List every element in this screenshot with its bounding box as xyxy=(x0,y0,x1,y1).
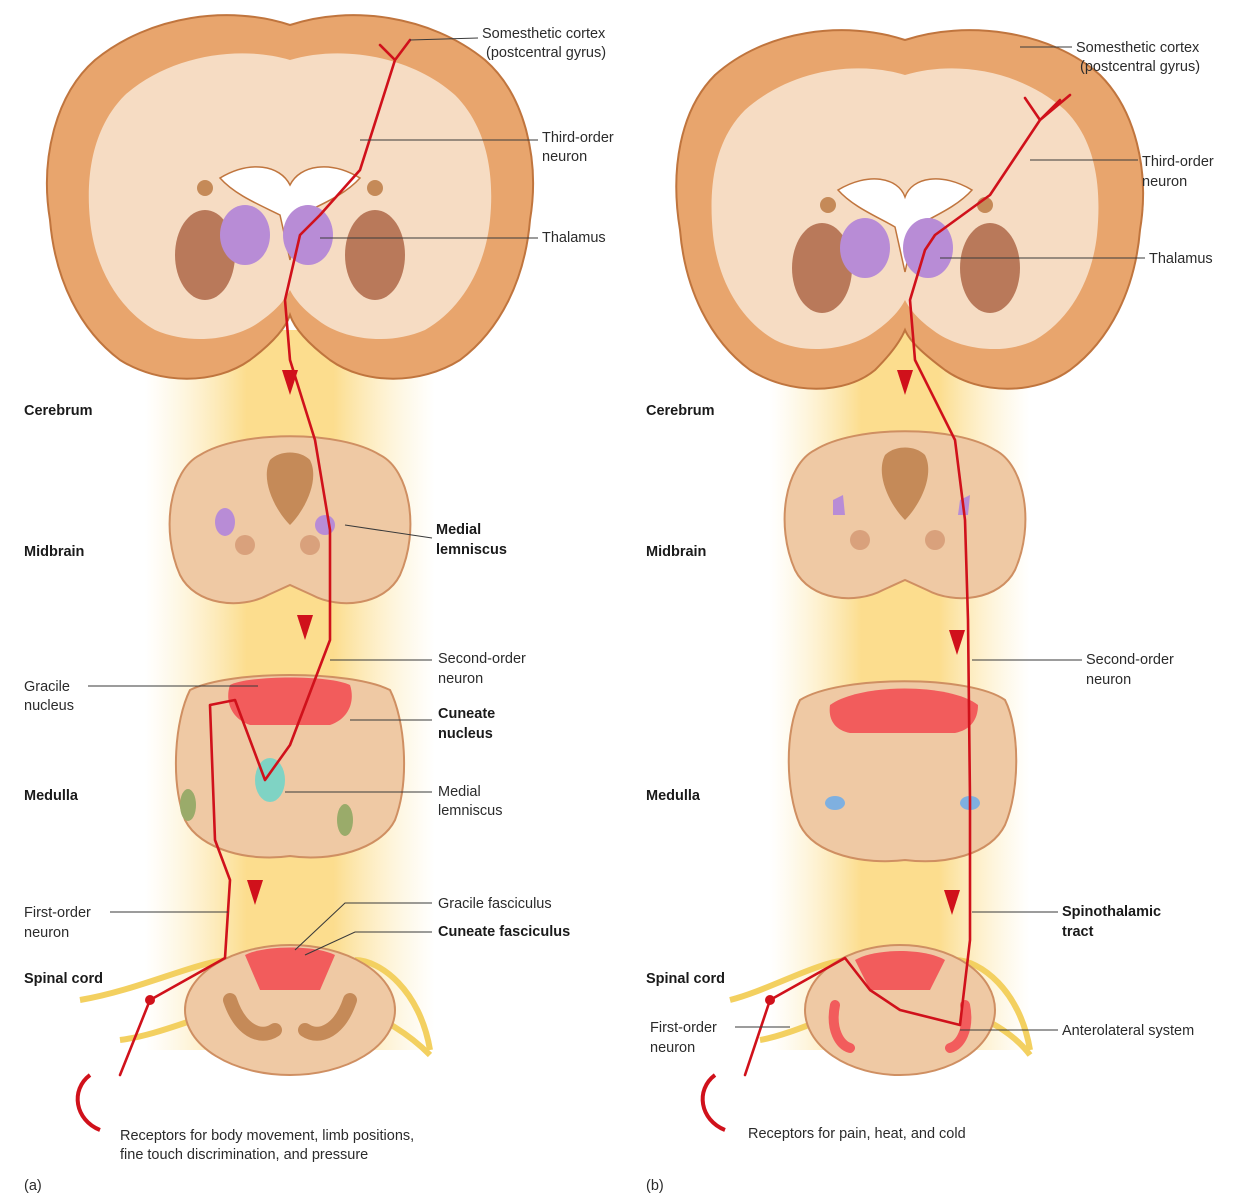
b-level-midbrain: Midbrain xyxy=(646,544,706,560)
a-medial-lemniscus-label-2: lemniscus xyxy=(436,542,507,558)
a-cuneate-fasciculus-label: Cuneate fasciculus xyxy=(438,924,570,940)
b-level-cerebrum: Cerebrum xyxy=(646,403,715,419)
a-third-order-label-2: neuron xyxy=(542,149,587,165)
a-gracile-nucleus-label-2: nucleus xyxy=(24,698,74,714)
a-second-order-label-2: neuron xyxy=(438,671,483,687)
a-receptors-label-1: Receptors for body movement, limb positi… xyxy=(120,1128,414,1144)
panel-b-letter: (b) xyxy=(646,1178,664,1194)
medulla-section xyxy=(787,680,1018,863)
panel-b xyxy=(675,29,1145,1132)
panel-a xyxy=(46,14,538,1132)
b-first-order-label-1: First-order xyxy=(650,1020,717,1036)
a-first-order-label-1: First-order xyxy=(24,905,91,921)
a-level-cerebrum: Cerebrum xyxy=(24,403,93,419)
a-gracile-fasciculus-label: Gracile fasciculus xyxy=(438,896,552,912)
a-level-medulla: Medulla xyxy=(24,788,79,804)
a-medial-lemniscus-label-1: Medial xyxy=(436,522,481,538)
b-first-order-label-2: neuron xyxy=(650,1040,695,1056)
midbrain-section xyxy=(168,435,412,605)
b-thalamus-label: Thalamus xyxy=(1149,251,1213,267)
a-thalamus-label: Thalamus xyxy=(542,230,606,246)
b-spinothalamic-label-1: Spinothalamic xyxy=(1062,904,1161,920)
b-second-order-label-2: neuron xyxy=(1086,672,1131,688)
midbrain-section xyxy=(783,430,1027,600)
a-cuneate-nucleus-label-2: nucleus xyxy=(438,726,493,742)
a-second-order-label-1: Second-order xyxy=(438,651,526,667)
cerebrum-section xyxy=(675,29,1145,390)
b-anterolateral-label: Anterolateral system xyxy=(1062,1023,1194,1039)
a-first-order-label-2: neuron xyxy=(24,925,69,941)
b-cortex-label-1: Somesthetic cortex xyxy=(1076,40,1200,56)
b-spinothalamic-label-2: tract xyxy=(1062,924,1094,940)
b-second-order-label-1: Second-order xyxy=(1086,652,1174,668)
a-gracile-nucleus-label-1: Gracile xyxy=(24,679,70,695)
cerebrum-section xyxy=(46,14,534,380)
medulla-section xyxy=(174,674,406,859)
a-cortex-label-1: Somesthetic cortex xyxy=(482,26,606,42)
b-third-order-label-2: neuron xyxy=(1142,174,1187,190)
a-cortex-label-2: (postcentral gyrus) xyxy=(486,45,606,61)
b-receptors-label: Receptors for pain, heat, and cold xyxy=(748,1126,966,1142)
b-level-medulla: Medulla xyxy=(646,788,701,804)
a-level-spinal-cord: Spinal cord xyxy=(24,971,103,987)
a-cuneate-nucleus-label-1: Cuneate xyxy=(438,706,495,722)
panel-a-letter: (a) xyxy=(24,1178,42,1194)
a-medial-lemniscus-small-2: lemniscus xyxy=(438,803,502,819)
spinal-cord-section xyxy=(79,944,433,1076)
a-receptors-label-2: fine touch discrimination, and pressure xyxy=(120,1147,368,1163)
b-cortex-label-2: (postcentral gyrus) xyxy=(1080,59,1200,75)
pathway-neuron-a xyxy=(118,38,412,1077)
a-third-order-label-1: Third-order xyxy=(542,130,614,146)
pathway-neuron-b xyxy=(743,93,1072,1077)
a-medial-lemniscus-small-1: Medial xyxy=(438,784,481,800)
b-third-order-label-1: Third-order xyxy=(1142,154,1214,170)
b-level-spinal-cord: Spinal cord xyxy=(646,971,725,987)
a-level-midbrain: Midbrain xyxy=(24,544,84,560)
